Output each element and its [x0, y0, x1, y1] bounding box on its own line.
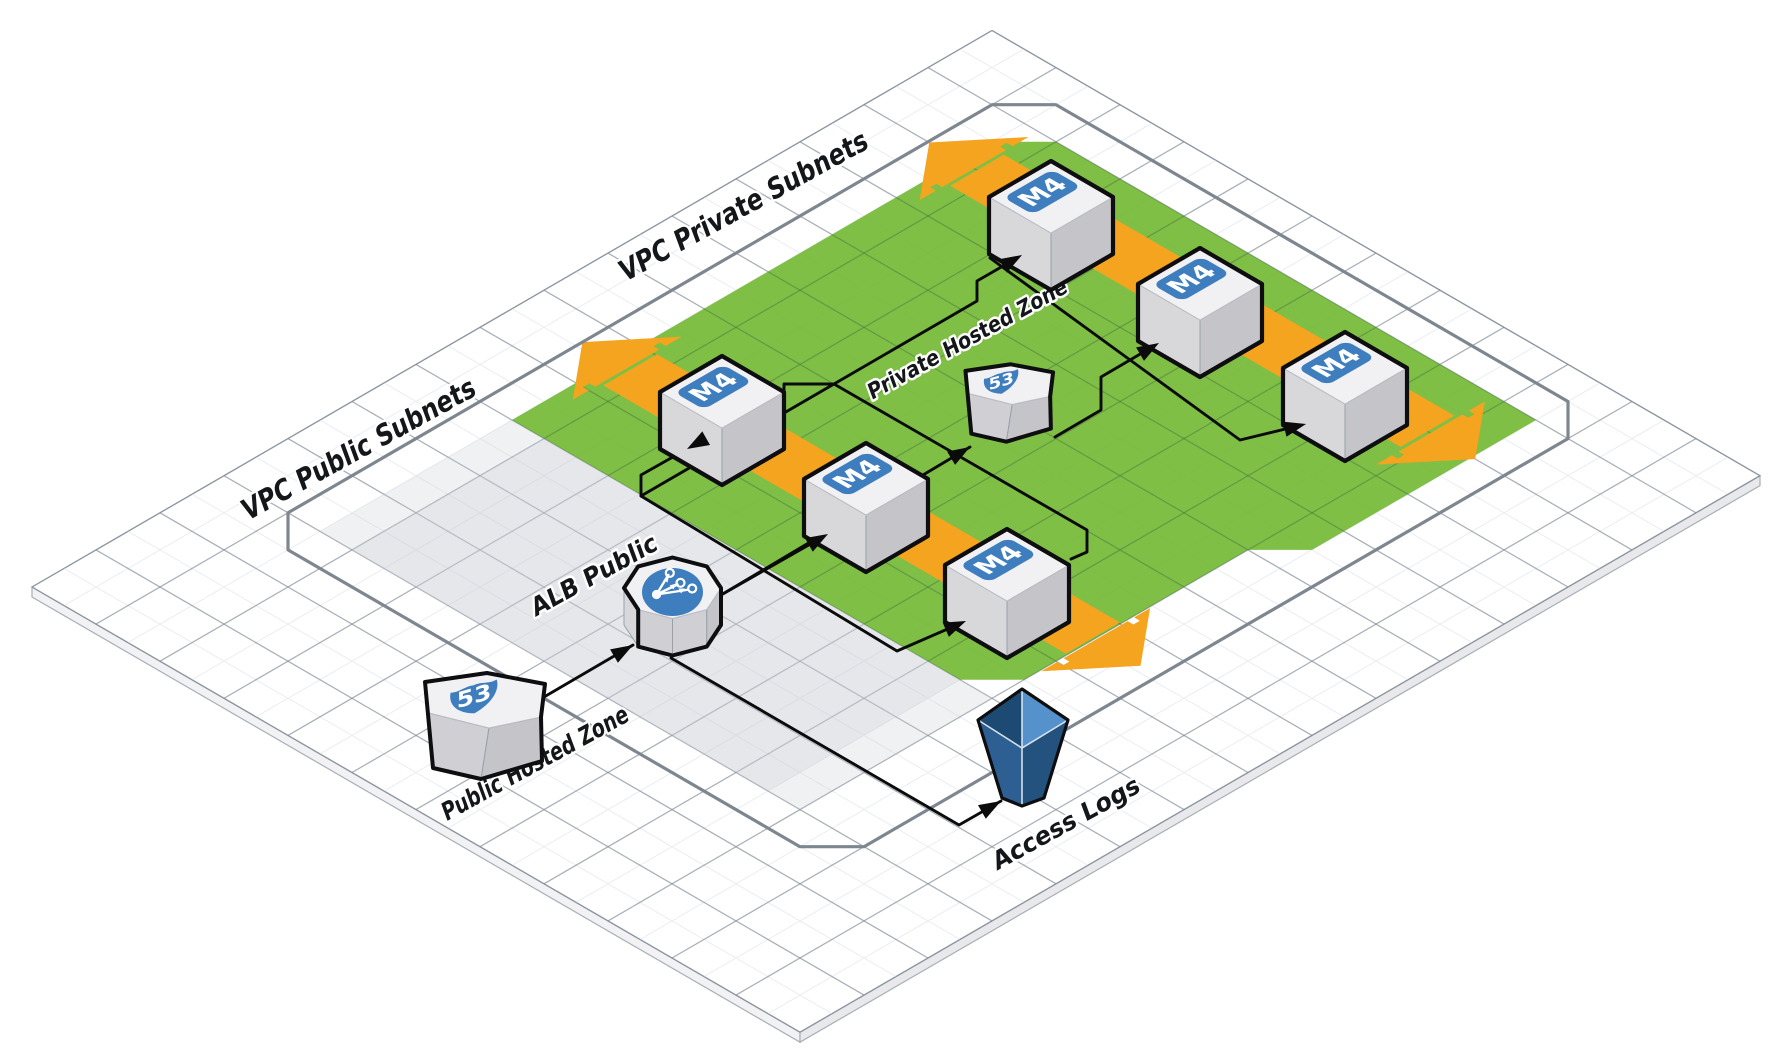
shape-polygon	[622, 555, 723, 658]
shape-path	[678, 588, 685, 594]
vpc-boundary-outline	[286, 103, 1570, 849]
shape-path	[977, 719, 1069, 749]
ec2-box-outline	[801, 440, 931, 575]
connector-arrowheads	[610, 255, 1306, 819]
shape-polygon	[919, 137, 1029, 200]
arrowhead-route53-public-to-alb	[610, 645, 633, 663]
ec2-instance-ec2-m4-5[interactable]: M4	[801, 440, 931, 575]
ec2-m4-plate	[822, 453, 893, 495]
shape-polygon	[423, 671, 547, 781]
shape-g	[977, 689, 1069, 806]
grid-line	[63, 48, 1025, 606]
shape-circle	[675, 577, 686, 588]
shape-polygon	[976, 687, 1070, 808]
route53-private-hosted-zone[interactable]: 53	[963, 362, 1056, 444]
shape-path	[450, 679, 498, 714]
ec2-box-outline	[1135, 245, 1265, 380]
ec2-instance-ec2-m4-6[interactable]: M4	[942, 526, 1072, 661]
alb-node[interactable]	[622, 555, 723, 658]
ec2-m4-plate	[678, 366, 749, 408]
ec2-instance-ec2-m4-3[interactable]: M4	[1280, 329, 1410, 464]
shape-path	[663, 576, 669, 583]
grid-line	[767, 456, 1729, 1015]
ec2-m4-plate	[1301, 342, 1372, 384]
ec2-box-outline	[1280, 329, 1410, 464]
grid-line	[799, 475, 1761, 1033]
ec2-box-outline	[942, 526, 1072, 661]
shape-polygon	[572, 336, 682, 400]
shape-polygon	[1022, 689, 1068, 748]
shape-circle	[664, 567, 675, 579]
arrowhead-alb-to-m4-5	[805, 534, 828, 552]
arrowhead-lane-to-m4-4-and-6	[687, 431, 710, 449]
arrowhead-zone-to-m4-2	[1136, 343, 1159, 361]
vpc-boundary	[286, 103, 1570, 849]
shape-path	[669, 583, 676, 590]
ec2-m4-plate	[1156, 258, 1227, 300]
arrowhead-alb-to-s3-access-logs	[978, 801, 1001, 819]
ec2-m4-plate	[963, 539, 1034, 581]
arrowhead-alb-to-private-zone	[947, 447, 970, 465]
ec2-instance-ec2-m4-2[interactable]: M4	[1135, 245, 1265, 380]
shape-circle	[687, 583, 698, 594]
s3-bucket-node[interactable]	[976, 687, 1070, 808]
ec2-box-outline	[657, 353, 787, 488]
shape-path	[656, 588, 690, 596]
shape-path	[983, 369, 1019, 394]
grid-line	[735, 438, 1697, 996]
arrowhead-lane-to-m4-1	[999, 255, 1022, 273]
shape-polygon	[1041, 608, 1151, 672]
shape-path	[988, 256, 1308, 442]
ec2-box-outline	[986, 158, 1116, 293]
alb-glyph	[651, 567, 698, 600]
grid-line	[927, 141, 1536, 514]
arrowhead-lane-to-m4-4-and-6	[942, 621, 966, 637]
ec2-instance-ec2-m4-1[interactable]: M4	[986, 158, 1116, 293]
shape-polygon	[978, 689, 1022, 748]
grid-line	[703, 419, 1665, 977]
connector-m4-1-to-m4-3	[988, 256, 1308, 442]
shape-path	[1053, 341, 1161, 439]
ec2-m4-plate	[1007, 171, 1078, 213]
arrowhead-m4-1-to-m4-3	[1282, 421, 1306, 437]
shape-polygon	[963, 362, 1056, 444]
shape-polygon	[1376, 401, 1485, 465]
shape-path	[655, 573, 670, 596]
grid-line	[31, 29, 993, 588]
ec2-instance-ec2-m4-4[interactable]: M4	[657, 353, 787, 488]
connector-zone-to-m4-2	[1053, 341, 1161, 439]
route53-public-hosted-zone[interactable]: 53	[423, 671, 547, 781]
connector-lane-to-m4-1	[639, 253, 1024, 498]
shape-path	[639, 253, 1024, 498]
